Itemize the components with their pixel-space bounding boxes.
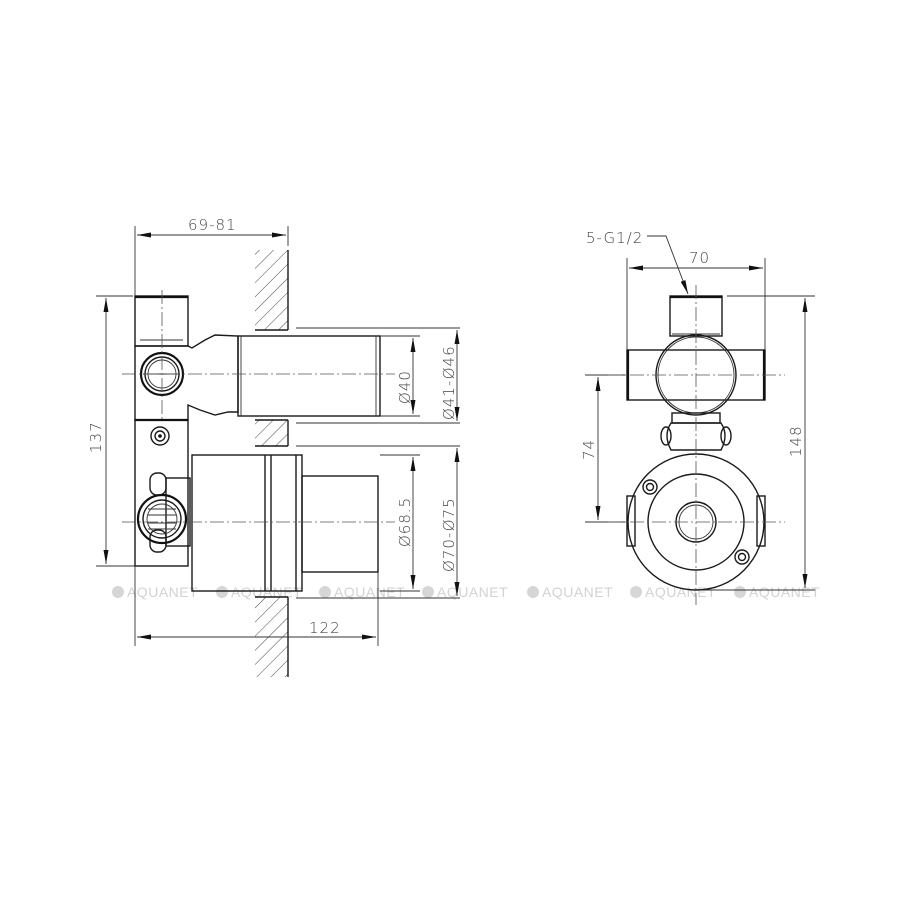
svg-text:137: 137 xyxy=(87,421,105,453)
svg-text:122: 122 xyxy=(309,619,341,637)
svg-text:AQUANET: AQUANET xyxy=(127,584,198,600)
svg-text:Ø40: Ø40 xyxy=(396,370,414,404)
dim-137: 137 xyxy=(87,295,175,567)
svg-text:Ø70-Ø75: Ø70-Ø75 xyxy=(440,497,458,572)
svg-text:AQUANET: AQUANET xyxy=(749,584,820,600)
dim-diam-40: Ø40 Ø41-Ø46 xyxy=(296,327,460,424)
svg-text:74: 74 xyxy=(580,439,598,460)
svg-text:AQUANET: AQUANET xyxy=(334,584,405,600)
dim-74: 74 xyxy=(580,374,625,523)
svg-text:AQUANET: AQUANET xyxy=(542,584,613,600)
svg-text:148: 148 xyxy=(787,425,805,457)
svg-text:70: 70 xyxy=(689,249,710,267)
svg-text:5-G1/2: 5-G1/2 xyxy=(586,229,643,247)
svg-text:Ø41-Ø46: Ø41-Ø46 xyxy=(440,345,458,420)
dim-148: 148 xyxy=(697,295,815,591)
side-view: 69-81 137 xyxy=(87,216,460,677)
svg-text:AQUANET: AQUANET xyxy=(645,584,716,600)
svg-text:Ø68.5: Ø68.5 xyxy=(396,497,414,547)
dim-70: 70 xyxy=(626,249,766,350)
dim-122: 122 xyxy=(134,566,379,646)
thread-callout: 5-G1/2 xyxy=(586,229,689,295)
watermark-row: AQUANET AQUANET AQUANET AQUANET AQUANET … xyxy=(112,584,820,600)
svg-text:AQUANET: AQUANET xyxy=(231,584,302,600)
front-view: 5-G1/2 70 148 74 xyxy=(580,229,815,605)
dim-69-81: 69-81 xyxy=(134,216,289,300)
svg-text:69-81: 69-81 xyxy=(188,216,237,234)
